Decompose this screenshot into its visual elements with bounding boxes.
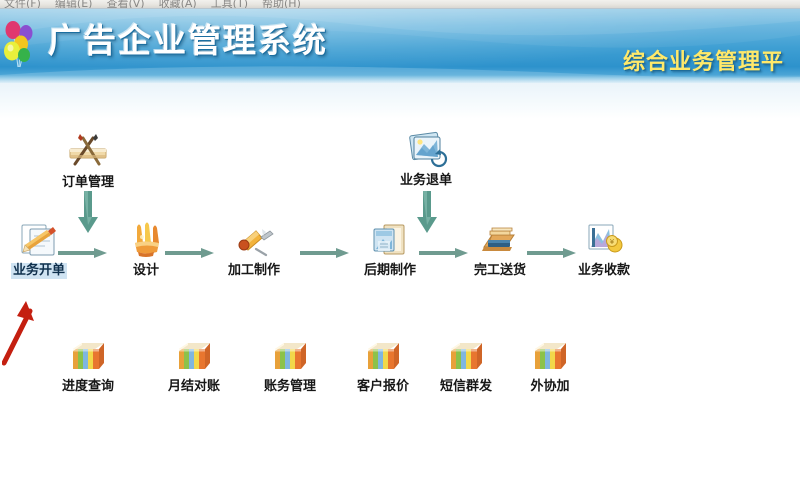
post-production-icon bbox=[373, 224, 405, 255]
flow-node-label: 设计 bbox=[132, 263, 159, 278]
return-order-icon bbox=[409, 131, 448, 168]
banner-underline-band bbox=[0, 83, 800, 119]
module-label: 客户报价 bbox=[356, 379, 409, 394]
module-label: 短信群发 bbox=[439, 379, 492, 394]
menu-item-view[interactable]: 查看(V) bbox=[106, 0, 145, 8]
arrow-billing-to-design bbox=[58, 248, 107, 258]
arrow-post-to-delivery bbox=[419, 248, 468, 258]
flow-node-label: 订单管理 bbox=[61, 175, 114, 190]
flow-node-business-billing[interactable]: 业务开单 bbox=[0, 219, 81, 279]
flow-node-label: 业务收款 bbox=[577, 263, 630, 278]
flow-node-delivery[interactable]: 完工送货 bbox=[458, 219, 542, 279]
flow-node-label: 完工送货 bbox=[473, 263, 526, 278]
banner-glow bbox=[0, 75, 800, 83]
arrow-machining-to-post bbox=[300, 248, 349, 258]
module-label: 外协加 bbox=[530, 379, 570, 394]
payment-icon: ¥ bbox=[588, 224, 623, 253]
balloons-logo-icon bbox=[4, 21, 33, 68]
flow-node-design[interactable]: 设计 bbox=[104, 219, 188, 279]
menu-item-favorites[interactable]: 收藏(A) bbox=[158, 0, 197, 8]
flow-node-label: 加工制作 bbox=[227, 263, 280, 278]
module-progress-query[interactable]: 进度查询 bbox=[46, 337, 130, 395]
module-sms-broadcast[interactable]: 短信群发 bbox=[424, 337, 508, 395]
module-label: 账务管理 bbox=[263, 379, 316, 394]
menu-item-help[interactable]: 帮助(H) bbox=[262, 0, 301, 8]
app-banner: 广告企业管理系统 综合业务管理平 bbox=[0, 9, 800, 83]
down-arrow-return-to-delivery bbox=[417, 191, 437, 233]
books-icon bbox=[73, 343, 104, 369]
arrow-delivery-to-payment bbox=[527, 248, 576, 258]
flow-node-order-management[interactable]: 订单管理 bbox=[46, 131, 130, 191]
flow-node-payment[interactable]: ¥ 业务收款 bbox=[562, 219, 646, 279]
flow-node-label: 业务开单 bbox=[10, 263, 67, 279]
books-icon bbox=[368, 343, 399, 369]
machining-icon bbox=[238, 229, 274, 257]
flow-node-return-order[interactable]: 业务退单 bbox=[384, 129, 468, 189]
books-icon bbox=[535, 343, 566, 369]
menu-bar[interactable]: 文件(F) 编辑(E) 查看(V) 收藏(A) 工具(T) 帮助(H) bbox=[0, 0, 800, 9]
svg-text:¥: ¥ bbox=[610, 238, 615, 246]
red-pointer-arrow bbox=[2, 301, 34, 366]
module-label: 月结对账 bbox=[167, 379, 220, 394]
design-brush-icon bbox=[135, 222, 159, 257]
module-external-processing[interactable]: 外协加 bbox=[508, 337, 592, 395]
app-subtitle: 综合业务管理平 bbox=[623, 50, 785, 75]
billing-pen-icon bbox=[21, 224, 56, 256]
flow-node-label: 业务退单 bbox=[399, 173, 452, 188]
module-customer-quote[interactable]: 客户报价 bbox=[341, 337, 425, 395]
app-title: 广告企业管理系统 bbox=[48, 21, 328, 60]
books-icon bbox=[179, 343, 210, 369]
module-account-management[interactable]: 账务管理 bbox=[248, 337, 332, 395]
menu-item-file[interactable]: 文件(F) bbox=[4, 0, 41, 8]
down-arrow-order-to-billing bbox=[78, 191, 98, 233]
workflow-canvas: 软件 订单管理 业务退单 bbox=[0, 119, 800, 495]
flow-node-machining[interactable]: 加工制作 bbox=[212, 219, 296, 279]
books-icon bbox=[451, 343, 482, 369]
module-label: 进度查询 bbox=[61, 379, 114, 394]
flow-node-post-production[interactable]: 后期制作 bbox=[348, 219, 432, 279]
crossed-tools-icon bbox=[69, 134, 107, 166]
flow-node-label: 后期制作 bbox=[363, 263, 416, 278]
module-monthly-reconciliation[interactable]: 月结对账 bbox=[152, 337, 236, 395]
delivery-icon bbox=[482, 227, 515, 251]
books-icon bbox=[275, 343, 306, 369]
menu-item-tools[interactable]: 工具(T) bbox=[210, 0, 248, 8]
menu-item-edit[interactable]: 编辑(E) bbox=[54, 0, 93, 8]
arrow-design-to-machining bbox=[165, 248, 214, 258]
